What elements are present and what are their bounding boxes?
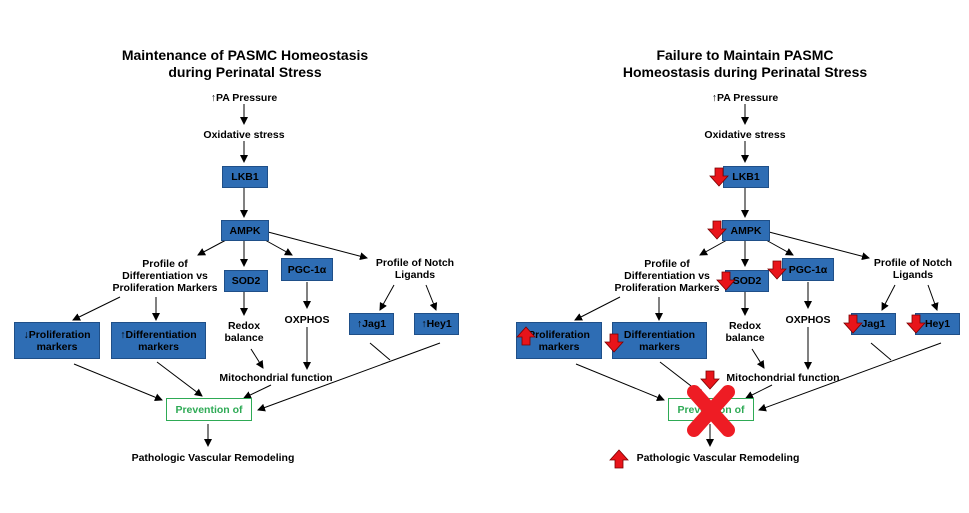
left-title: Maintenance of PASMC Homeostasis during … (105, 47, 385, 81)
right-redox-line1: Redox (728, 320, 762, 332)
right-jag1-box: Jag1 (851, 313, 896, 335)
right-notch-line2: Ligands (892, 269, 934, 281)
right-notch-profile: Profile of Notch Ligands (861, 257, 965, 281)
right-pgc-box: PGC-1α (782, 258, 834, 281)
left-profile-differentiation: Profile of Differentiation vs Proliferat… (100, 258, 230, 294)
left-title-line2: during Perinatal Stress (168, 64, 322, 80)
right-proliferation-box: Proliferation markers (516, 322, 602, 359)
left-proliferation-box: ↓Proliferation markers (14, 322, 100, 359)
right-profile-line3: Proliferation Markers (614, 282, 720, 294)
left-notch-line2: Ligands (394, 269, 436, 281)
right-mitochondrial-function: Mitochondrial function (726, 372, 840, 384)
right-hey1-box: Hey1 (915, 313, 960, 335)
left-proliferation-line1: ↓Proliferation (23, 328, 91, 341)
blocked-x-icon (687, 385, 735, 437)
right-differentiation-line1: Differentiation (623, 328, 696, 341)
left-proliferation-line2: markers (36, 340, 78, 353)
left-differentiation-line2: markers (138, 340, 179, 353)
remodeling-up-arrow-icon (609, 449, 629, 469)
left-title-line1: Maintenance of PASMC Homeostasis (121, 47, 369, 63)
right-title: Failure to Maintain PASMC Homeostasis du… (605, 47, 885, 81)
right-notch-line1: Profile of Notch (873, 257, 953, 269)
left-notch-line1: Profile of Notch (375, 257, 455, 269)
left-lkb1-box: LKB1 (222, 166, 268, 188)
left-ampk-box: AMPK (221, 220, 269, 241)
left-profile-line3: Proliferation Markers (112, 282, 218, 294)
left-redox-line2: balance (224, 332, 264, 344)
right-oxidative-stress: Oxidative stress (704, 129, 786, 141)
right-profile-line1: Profile of (644, 258, 690, 270)
right-profile-line2: Differentiation vs (624, 270, 710, 282)
left-prevention-box: Prevention of (166, 398, 252, 421)
right-sod2-box: SOD2 (725, 270, 769, 292)
left-mitochondrial-function: Mitochondrial function (219, 372, 333, 384)
left-redox-line1: Redox (227, 320, 261, 332)
right-redox-balance: Redox balance (715, 320, 775, 344)
differentiation-down-arrow-icon (604, 333, 624, 353)
pgc-down-arrow-icon (767, 260, 787, 280)
mito-down-arrow-icon (700, 370, 720, 390)
right-proliferation-line1: Proliferation (528, 328, 590, 341)
right-lkb1-box: LKB1 (723, 166, 769, 188)
left-hey1-box: ↑Hey1 (414, 313, 459, 335)
left-differentiation-box: ↑Differentiation markers (111, 322, 206, 359)
left-jag1-box: ↑Jag1 (349, 313, 394, 335)
ampk-down-arrow-icon (707, 220, 727, 240)
left-differentiation-line1: ↑Differentiation (120, 328, 197, 341)
left-pa-pressure: ↑PA Pressure (210, 92, 278, 104)
left-connectors (72, 104, 441, 447)
right-profile-differentiation: Profile of Differentiation vs Proliferat… (602, 258, 732, 294)
left-profile-line2: Differentiation vs (122, 270, 208, 282)
proliferation-up-arrow-icon (516, 326, 536, 346)
right-pathologic-remodeling: Pathologic Vascular Remodeling (636, 452, 800, 464)
left-pathologic-remodeling: Pathologic Vascular Remodeling (131, 452, 295, 464)
right-proliferation-line2: markers (538, 340, 580, 353)
right-title-line1: Failure to Maintain PASMC (656, 47, 834, 63)
right-ampk-box: AMPK (722, 220, 770, 241)
left-redox-balance: Redox balance (214, 320, 274, 344)
right-differentiation-line2: markers (639, 340, 680, 353)
lkb1-down-arrow-icon (709, 167, 729, 187)
right-oxphos: OXPHOS (785, 314, 831, 326)
left-notch-profile: Profile of Notch Ligands (360, 257, 470, 281)
right-title-line2: Homeostasis during Perinatal Stress (622, 64, 868, 80)
left-pgc-box: PGC-1α (281, 258, 333, 281)
jag1-down-arrow-icon (843, 314, 863, 334)
right-pa-pressure: ↑PA Pressure (711, 92, 779, 104)
left-oxphos: OXPHOS (284, 314, 330, 326)
hey1-down-arrow-icon (906, 314, 926, 334)
sod2-down-arrow-icon (716, 271, 736, 291)
left-oxidative-stress: Oxidative stress (203, 129, 285, 141)
right-redox-line2: balance (725, 332, 765, 344)
left-profile-line1: Profile of (142, 258, 188, 270)
right-differentiation-box: Differentiation markers (612, 322, 707, 359)
left-sod2-box: SOD2 (224, 270, 268, 292)
